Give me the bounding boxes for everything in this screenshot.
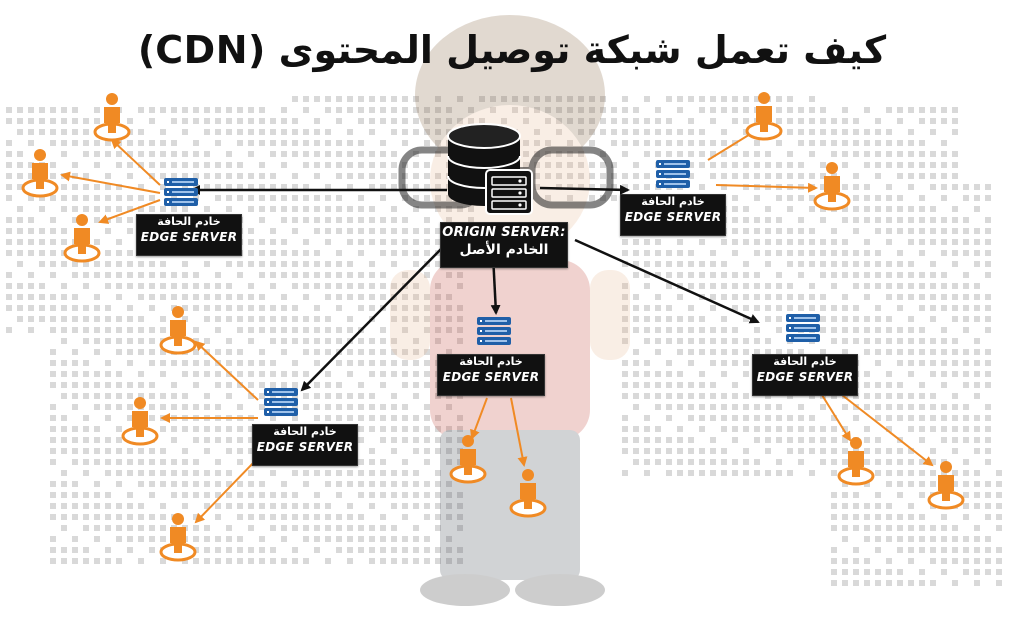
edge-to-user-arrow [510,397,528,467]
user-icon [63,214,101,263]
user-icon [813,162,851,211]
edge-to-user-arrow [98,199,161,224]
user-icon [159,306,197,355]
user-icon [837,437,875,486]
origin-to-edge-arrow [539,184,630,195]
edge-server-label-east: خادم الحافة EDGE SERVER [620,194,726,236]
edge-label-en: EDGE SERVER [256,440,354,454]
edge-label-ar: خادم الحافة [773,355,837,368]
edge-to-user-arrow [194,340,259,401]
edge-server-icon-west [164,178,198,206]
user-icon [21,149,59,198]
edge-label-ar: خادم الحافة [641,195,705,208]
user-icon [93,93,131,142]
user-icon [121,397,159,446]
edge-to-user-arrow [60,171,161,194]
edge-label-en: EDGE SERVER [140,230,238,244]
edge-label-en: EDGE SERVER [442,370,540,384]
edge-label-ar: خادم الحافة [157,215,221,228]
edge-label-ar: خادم الحافة [459,355,523,368]
edge-to-user-arrow [470,397,488,440]
edge-server-label-west: خادم الحافة EDGE SERVER [136,214,242,256]
user-icon [509,469,547,518]
edge-label-ar: خادم الحافة [273,425,337,438]
edge-to-user-arrow [715,182,818,193]
edge-server-icon-south [477,317,511,345]
page-title: كيف تعمل شبكة توصيل المحتوى (CDN) [137,28,887,72]
user-icon [159,513,197,562]
edge-to-user-arrow [821,394,852,442]
origin-label-en: ORIGIN SERVER: [442,225,566,240]
server-rack-icon [485,169,533,215]
edge-server-icon-east [656,160,690,188]
user-icon [449,435,487,484]
map-dots [6,96,1002,586]
edge-server-label-southwest: خادم الحافة EDGE SERVER [252,424,358,466]
edge-server-icon-southwest [264,388,298,416]
edge-to-user-arrow [194,457,259,524]
edge-label-en: EDGE SERVER [756,370,854,384]
edge-label-en: EDGE SERVER [624,210,722,224]
origin-to-edge-arrow [300,244,446,392]
edge-to-user-arrow [110,138,161,186]
edge-server-icon-southeast [786,314,820,342]
edge-server-label-south: خادم الحافة EDGE SERVER [437,354,545,396]
user-icon [745,92,783,141]
origin-label-ar: الخادم الأصل [459,242,549,258]
origin-server-label: ORIGIN SERVER: الخادم الأصل [440,222,568,268]
origin-to-edge-arrow [574,238,760,324]
edge-to-user-arrow [841,394,934,467]
edge-server-label-southeast: خادم الحافة EDGE SERVER [752,354,858,396]
user-icon [927,461,965,510]
